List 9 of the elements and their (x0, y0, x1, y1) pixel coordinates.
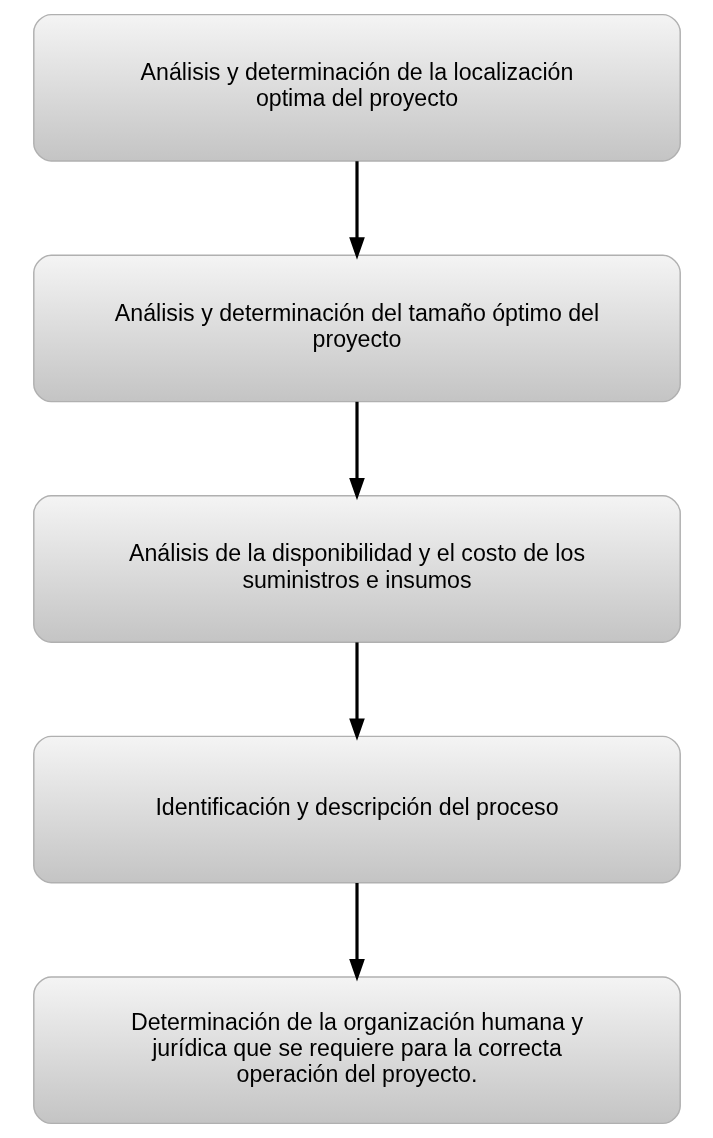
arrow (348, 401, 365, 501)
node-box: Análisis y determinación de la localización optima del proyecto (32, 13, 681, 162)
node-box: Análisis de la disponibilidad y el costo de los suministros e insumos (32, 495, 681, 643)
arrow (348, 642, 365, 741)
node-box: Análisis y determinación del tamaño óptimo del proyecto (32, 254, 681, 403)
node-box: Identificación y descripción del proceso (32, 735, 681, 884)
arrow (348, 883, 365, 982)
arrow (348, 161, 365, 260)
node-box: Determinación de la organización humana y jurídica que se requiere para la correcta operación del proyecto. (32, 976, 681, 1125)
